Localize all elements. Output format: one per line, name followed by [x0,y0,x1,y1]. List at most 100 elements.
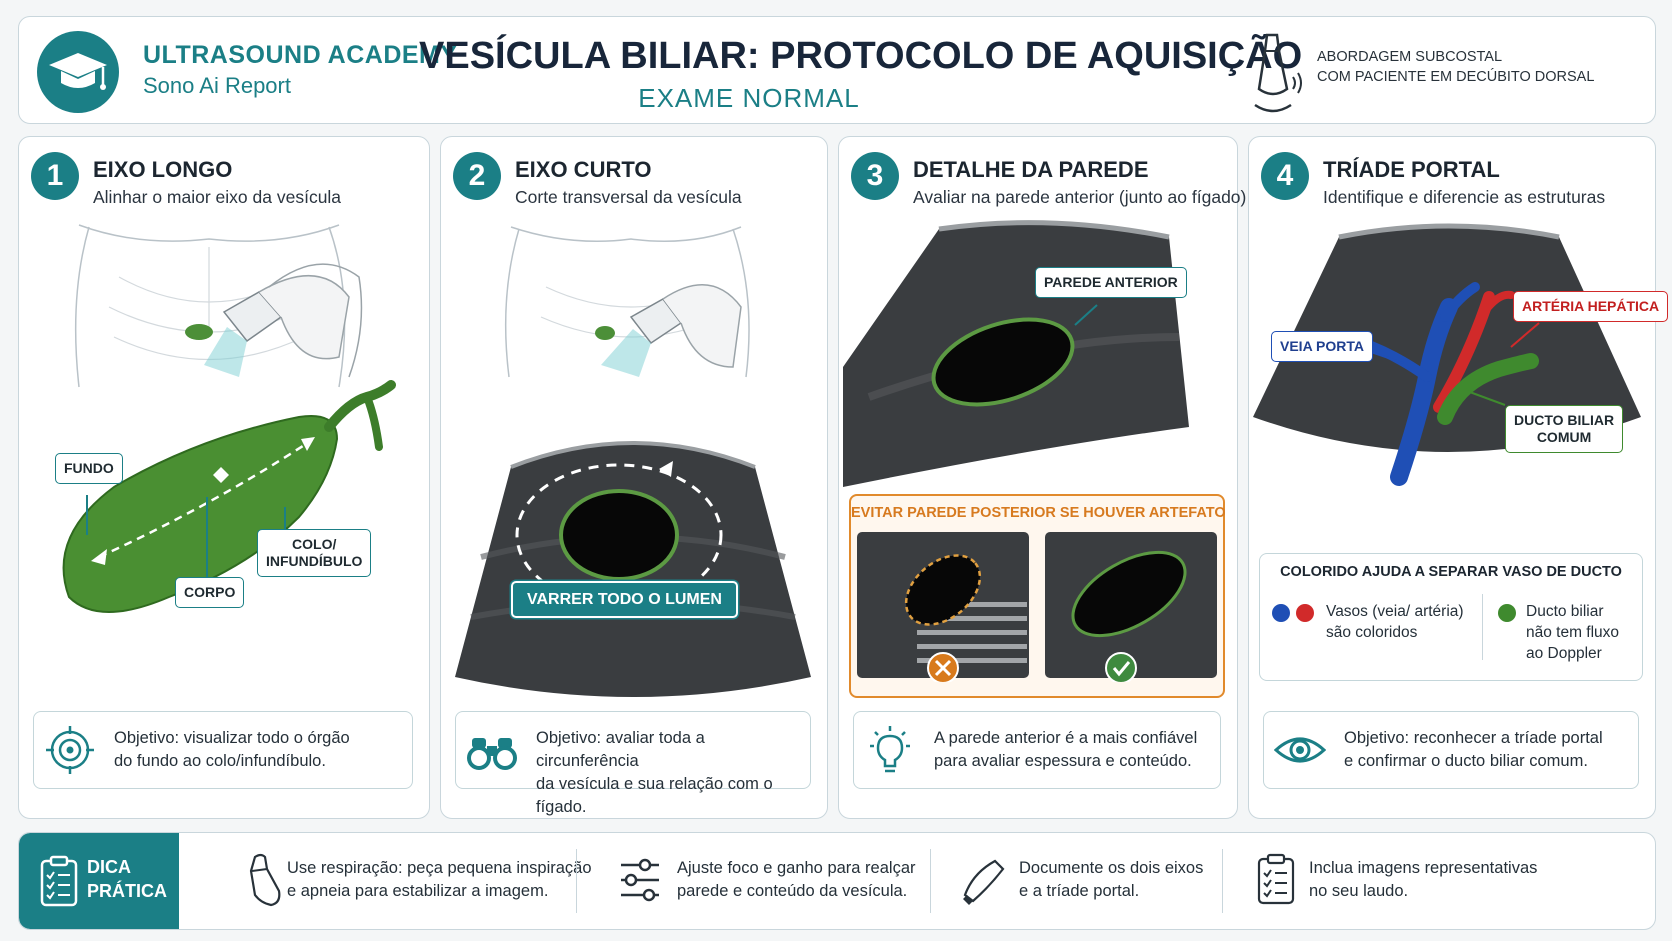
duct-line-3: ao Doppler [1526,645,1602,662]
label-colo-line-1: COLO/ [292,536,337,552]
panel-long-axis: 1 EIXO LONGO Alinhar o maior eixo da ves… [18,136,430,819]
panel-subtitle: Identifique e diferencie as estruturas [1323,187,1606,207]
objective-line-2: da vesícula e sua relação com o fígado. [536,775,773,816]
label-duct-line-1: DUCTO BILIAR [1514,412,1615,428]
tip-report-images: Inclua imagens representativas no seu la… [1309,857,1537,903]
tip-document-line-1: Documente os dois eixos [1019,859,1204,877]
tip-document-line-2: e a tríade portal. [1019,882,1140,900]
approach-line-2: COM PACIENTE EM DECÚBITO DORSAL [1317,69,1595,85]
probe-scan-icon [963,859,1005,905]
clipboard-icon [40,855,78,907]
report-checklist-icon [1257,853,1295,905]
label-hepatic-artery: ARTÉRIA HEPÁTICA [1513,291,1669,322]
panel-subtitle: Avaliar na parede anterior (junto ao fíg… [913,187,1247,207]
objective-line-2: e confirmar o ducto biliar comum. [1344,752,1588,770]
panel-title: EIXO CURTO [515,157,652,182]
long-axis-illustration [62,224,396,613]
duct-color-dot [1498,604,1516,622]
tip-line-2: PRÁTICA [87,881,167,901]
short-axis-illustration [455,226,811,697]
artery-color-dot [1296,604,1314,622]
header-banner: ULTRASOUND ACADEMY Sono Ai Report VESÍCU… [18,16,1656,124]
approach-note: ABORDAGEM SUBCOSTAL COM PACIENTE EM DECÚ… [1317,47,1637,87]
graduation-cap-icon [49,53,107,90]
doppler-title: COLORIDO AJUDA A SEPARAR VASO DE DUCTO [1280,564,1622,580]
label-colo-line-2: INFUNDÍBULO [266,553,363,569]
objective-line-1: Objetivo: avaliar toda a circunferência [536,729,705,770]
panel-title: TRÍADE PORTAL [1323,157,1500,182]
posterior-wall-warning: EVITAR PAREDE POSTERIOR SE HOUVER ARTEFA… [849,494,1226,698]
step-number: 4 [1261,152,1309,200]
artifact-comparison [857,532,1217,682]
tip-line-1: DICA [87,857,131,877]
tip-separator [576,849,577,913]
label-anterior-wall: PAREDE ANTERIOR [1035,267,1187,298]
objective-line-1: Objetivo: reconhecer a tríade portal [1344,729,1603,747]
panel-subtitle: Alinhar o maior eixo da vesícula [93,187,342,207]
step-number: 2 [453,152,501,200]
binoculars-icon [467,738,517,770]
label-sweep-lumen: VARRER TODO O LUMEN [511,581,738,618]
page-title: VESÍCULA BILIAR: PROTOCOLO DE AQUISIÇÃO [419,35,1303,77]
tip-focus-line-2: parede e conteúdo da vesícula. [677,882,908,900]
tip-badge: DICA PRÁTICA [19,833,179,929]
sliders-icon [621,858,659,902]
eye-icon [1274,737,1326,763]
label-duct-line-2: COMUM [1536,429,1592,445]
label-fundo: FUNDO [55,453,123,484]
label-portal-vein: VEIA PORTA [1271,331,1374,362]
objective-line-2: do fundo ao colo/infundíbulo. [114,752,326,770]
vessels-line-1: Vasos (veia/ artéria) [1326,603,1464,620]
label-common-bile-duct: DUCTO BILIAR COMUM [1505,405,1624,453]
portal-triad-ultrasound [1253,223,1641,486]
vessels-text: Vasos (veia/ artéria) são coloridos [1326,601,1464,643]
panel-portal-triad: 4 TRÍADE PORTAL Identifique e diferencie… [1248,136,1669,819]
objective-line-2: para avaliar espessura e conteúdo. [934,752,1192,770]
vessels-line-2: são coloridos [1326,624,1418,641]
objective-text: Objetivo: avaliar toda a circunferência … [536,727,810,819]
academy-logo [37,31,119,113]
tip-separator [1222,849,1223,913]
tip-separator [930,849,931,913]
tip-focus-line-1: Ajuste foco e ganho para realçar [677,859,916,877]
doppler-divider [1482,594,1483,660]
panel-short-axis: 2 EIXO CURTO Corte transversal da vesícu… [440,136,828,819]
brand-subtitle: Sono Ai Report [143,73,291,98]
page-subtitle: EXAME NORMAL [638,83,860,113]
label-colo-infundibulo: COLO/ INFUNDÍBULO [257,529,372,577]
objective-box: A parede anterior é a mais confiável par… [853,711,1221,789]
tip-document: Documente os dois eixos e a tríade porta… [1019,857,1203,903]
objective-line-1: Objetivo: visualizar todo o órgão [114,729,350,747]
step-number: 3 [851,152,899,200]
tip-report-line-1: Inclua imagens representativas [1309,859,1538,877]
tip-breathing-line-1: Use respiração: peça pequena inspiração [287,859,592,877]
tip-breathing-line-2: e apneia para estabilizar a imagem. [287,882,549,900]
panel-title: DETALHE DA PAREDE [913,157,1149,182]
ultrasound-probe-icon [1254,33,1302,113]
vein-color-dot [1272,604,1290,622]
panel-title: EIXO LONGO [93,157,233,182]
objective-line-1: A parede anterior é a mais confiável [934,729,1198,747]
panel-wall-detail: 3 DETALHE DA PAREDE Avaliar na parede an… [838,136,1246,819]
step-number: 1 [31,152,79,200]
probe-icon [249,853,281,907]
tip-report-line-2: no seu laudo. [1309,882,1409,900]
warning-title: EVITAR PAREDE POSTERIOR SE HOUVER ARTEFA… [851,505,1226,521]
label-corpo: CORPO [175,577,245,608]
brand-title: ULTRASOUND ACADEMY [143,41,458,69]
approach-line-1: ABORDAGEM SUBCOSTAL [1317,49,1503,65]
duct-line-2: não tem fluxo [1526,624,1620,641]
wall-detail-ultrasound [843,220,1189,487]
tip-badge-text: DICA PRÁTICA [87,855,167,903]
lightbulb-icon [870,726,910,773]
duct-line-1: Ducto biliar [1526,603,1604,620]
tip-breathing: Use respiração: peça pequena inspiração … [287,857,592,903]
objective-box: Objetivo: avaliar toda a circunferência … [455,711,811,816]
objective-box: Objetivo: reconhecer a tríade portal e c… [1263,711,1639,789]
tip-focus-gain: Ajuste foco e ganho para realçar parede … [677,857,916,903]
practical-tips-footer: DICA PRÁTICA Use respiração: peça pequen… [18,832,1656,930]
objective-text: Objetivo: reconhecer a tríade portal e c… [1344,727,1603,773]
objective-box: Objetivo: visualizar todo o órgão do fun… [33,711,413,789]
target-icon [46,726,94,774]
objective-text: A parede anterior é a mais confiável par… [934,727,1197,773]
